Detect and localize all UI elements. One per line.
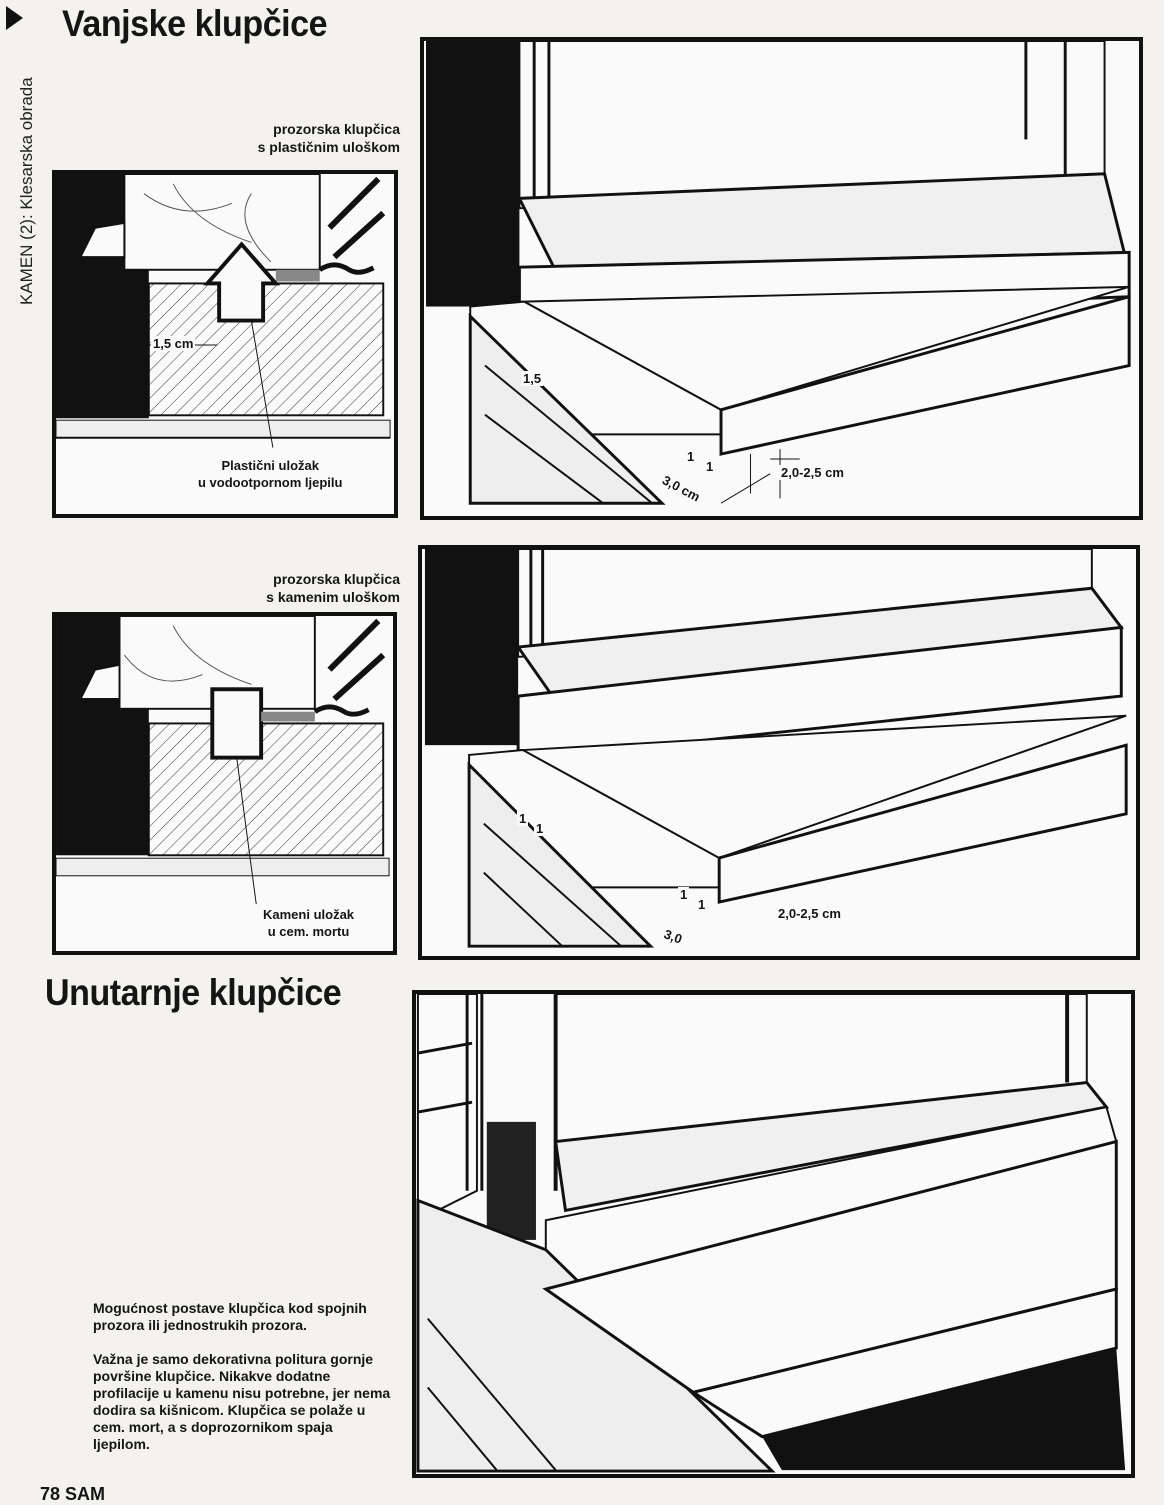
dimension-label: 1 [696,897,708,912]
dimension-label: 1,5 cm [151,336,196,351]
figure2-caption: prozorska klupčica s kamenim uloškom [150,570,400,606]
dimension-label: 1 [534,821,546,836]
section-drawing [56,616,390,905]
note-line: u vodootpornom ljepilu [198,475,343,490]
caption-line: s plastičnim uloškom [257,139,400,155]
paragraph: Važna je samo dekorativna politura gornj… [93,1351,391,1452]
figure1-caption: prozorska klupčica s plastičnim uloškom [150,120,400,156]
insert-note: Plastični uložak u vodootpornom ljepilu [196,457,345,491]
dimension-label: 1,5 [521,371,544,386]
section-title: Unutarnje klupčice [45,972,342,1013]
triangle-marker-icon [6,6,23,30]
perspective-diagram-interior-sill [412,990,1135,1478]
dimension-label: 1 [517,811,529,826]
dimension-label: 1 [704,459,716,474]
page-footer: 78 SAM [40,1484,106,1504]
dimension-label: 2,0-2,5 cm [776,906,843,921]
perspective-diagram-stone-insert: 1 1 1 1 3,0 2,0-2,5 cm [418,545,1140,960]
dimension-label: 2,0-2,5 cm [779,465,846,480]
perspective-drawing [416,994,1126,1473]
body-text: Mogućnost postave klupčica kod spojnih p… [93,1300,393,1470]
paragraph: Mogućnost postave klupčica kod spojnih p… [93,1300,367,1333]
note-line: Kameni uložak [263,907,355,922]
note-line: u cem. mortu [267,924,350,939]
caption-line: prozorska klupčica [273,121,400,137]
caption-line: prozorska klupčica [273,571,400,587]
section-diagram-stone-insert: Kameni uložak u cem. mortu [52,612,397,955]
caption-line: s kamenim uloškom [266,589,400,605]
section-label: KAMEN (2): Klesarska obrada [17,77,36,305]
section-diagram-plastic-insert: 1,5 cm Plastični uložak u vodootpornom l… [52,170,398,518]
dimension-label: 1 [685,449,697,464]
dimension-label: 1 [678,887,690,902]
perspective-drawing [424,549,1128,948]
perspective-diagram-plastic-insert: 1,5 1 1 3,0 cm 2,0-2,5 cm [420,37,1143,520]
insert-note: Kameni uložak u cem. mortu [261,906,357,940]
page-title: Vanjske klupčice [62,3,328,44]
perspective-drawing [425,41,1131,505]
note-line: Plastični uložak [221,458,319,473]
